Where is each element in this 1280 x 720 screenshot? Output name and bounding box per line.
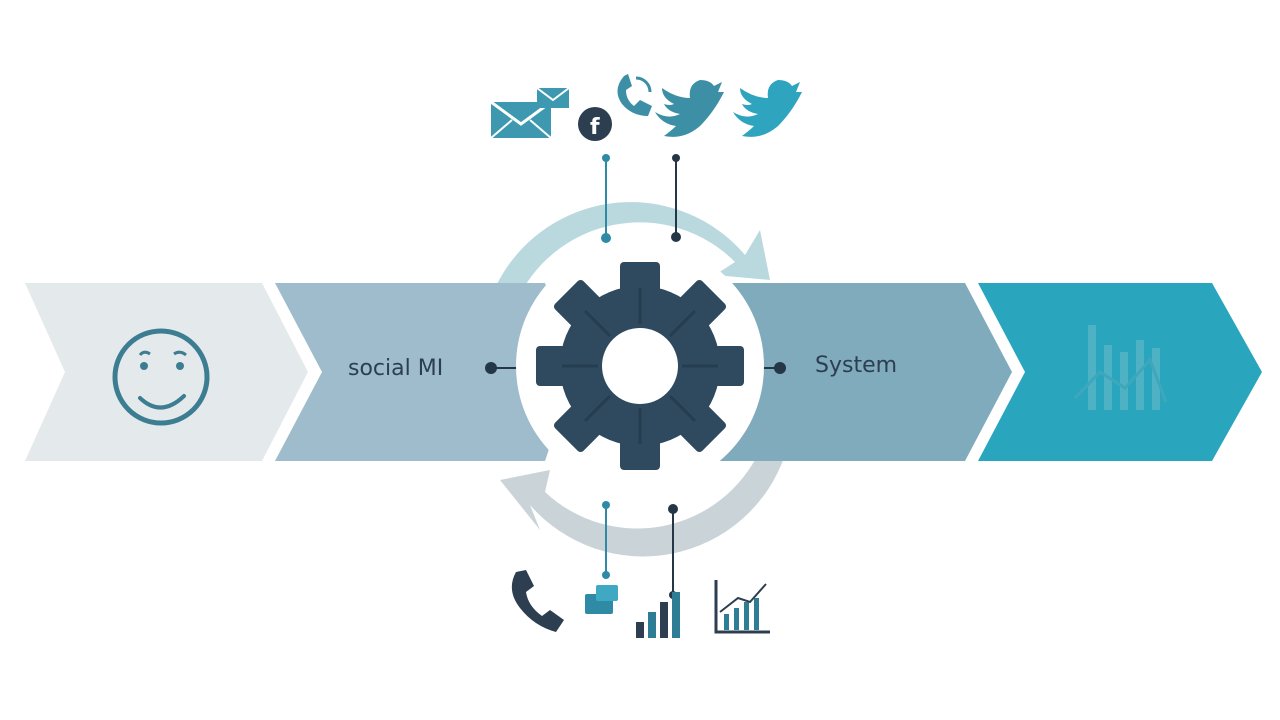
- phone-icon: [617, 74, 652, 116]
- svg-text:f: f: [590, 115, 600, 140]
- smiley-face-icon: [112, 328, 210, 426]
- stage-2-chevron: [275, 283, 575, 461]
- twitter-bird-icon-2: [733, 80, 802, 137]
- cycle-arrow-bottom: [500, 450, 785, 557]
- bottom-connector-teal: [602, 501, 610, 579]
- phone-icon: [511, 570, 564, 632]
- label-social-mi: social MI: [348, 356, 443, 381]
- stage-1-chevron: [25, 283, 308, 461]
- twitter-bird-icon: [655, 80, 724, 137]
- chart-bars-icon: [1073, 325, 1168, 410]
- facebook-icon: f: [578, 107, 612, 141]
- mail-icon: [490, 87, 570, 139]
- line-bar-chart-icon: [714, 580, 770, 634]
- tablet-icon: [585, 585, 618, 614]
- top-connector-teal: [601, 154, 611, 243]
- cycle-arrow-top: [490, 202, 770, 305]
- gear-icon: [536, 262, 744, 470]
- stage-3-chevron: [720, 283, 1012, 461]
- bar-chart-icon: [636, 592, 680, 638]
- stage-4-chevron: [978, 283, 1262, 461]
- top-connector-dark: [671, 154, 681, 242]
- label-system: System: [815, 353, 897, 378]
